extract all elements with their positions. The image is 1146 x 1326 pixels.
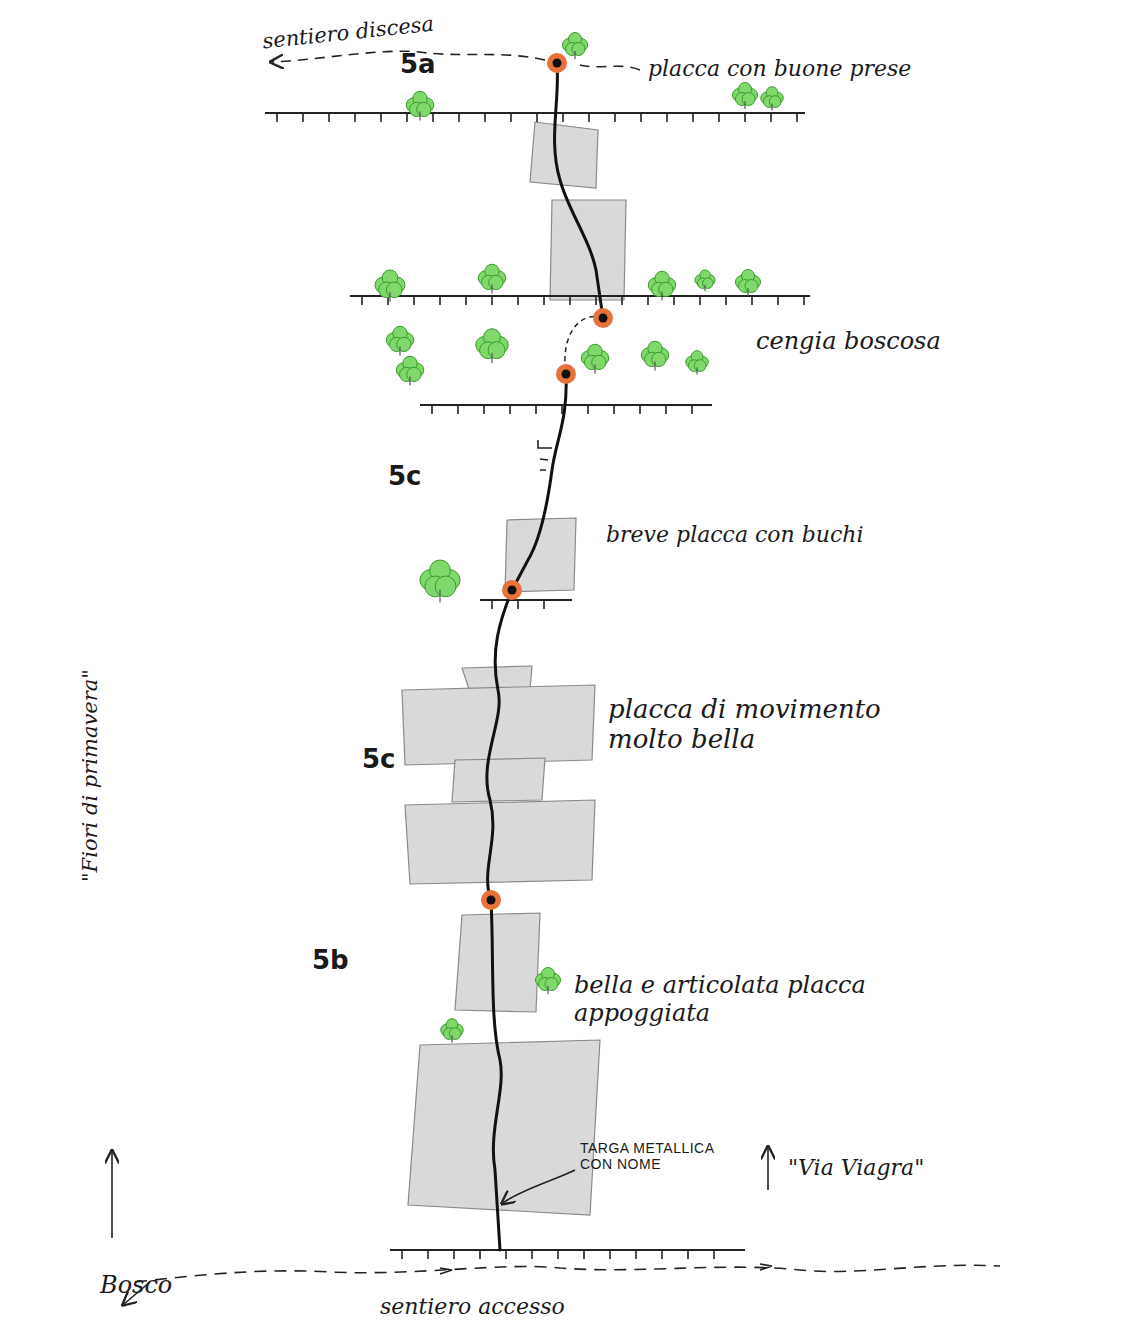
ledges [265, 113, 810, 1259]
note-label: placca con buone prese [648, 56, 988, 81]
note-label: TARGA METALLICA CON NOME [580, 1140, 750, 1172]
grade-label: 5a [400, 50, 460, 80]
note-label: "Fiori di primavera" [78, 622, 102, 882]
note-label: breve placca con buchi [606, 522, 936, 547]
note-label: sentiero discesa [261, 7, 482, 54]
note-label: cengia boscosa [756, 328, 1006, 356]
note-label: bella e articolata placca appoggiata [574, 972, 904, 1027]
route-line [487, 65, 603, 1250]
note-label: Bosco [100, 1272, 220, 1300]
note-label: "Via Viagra" [788, 1155, 988, 1180]
note-label: placca di movimento molto bella [608, 695, 908, 755]
paths-arrows [112, 51, 1000, 1304]
note-label: sentiero accesso [380, 1294, 640, 1319]
grade-label: 5c [388, 462, 448, 492]
rock-slabs [402, 122, 626, 1215]
belays [481, 53, 613, 910]
grade-label: 5c [362, 745, 422, 775]
grade-label: 5b [312, 946, 372, 976]
